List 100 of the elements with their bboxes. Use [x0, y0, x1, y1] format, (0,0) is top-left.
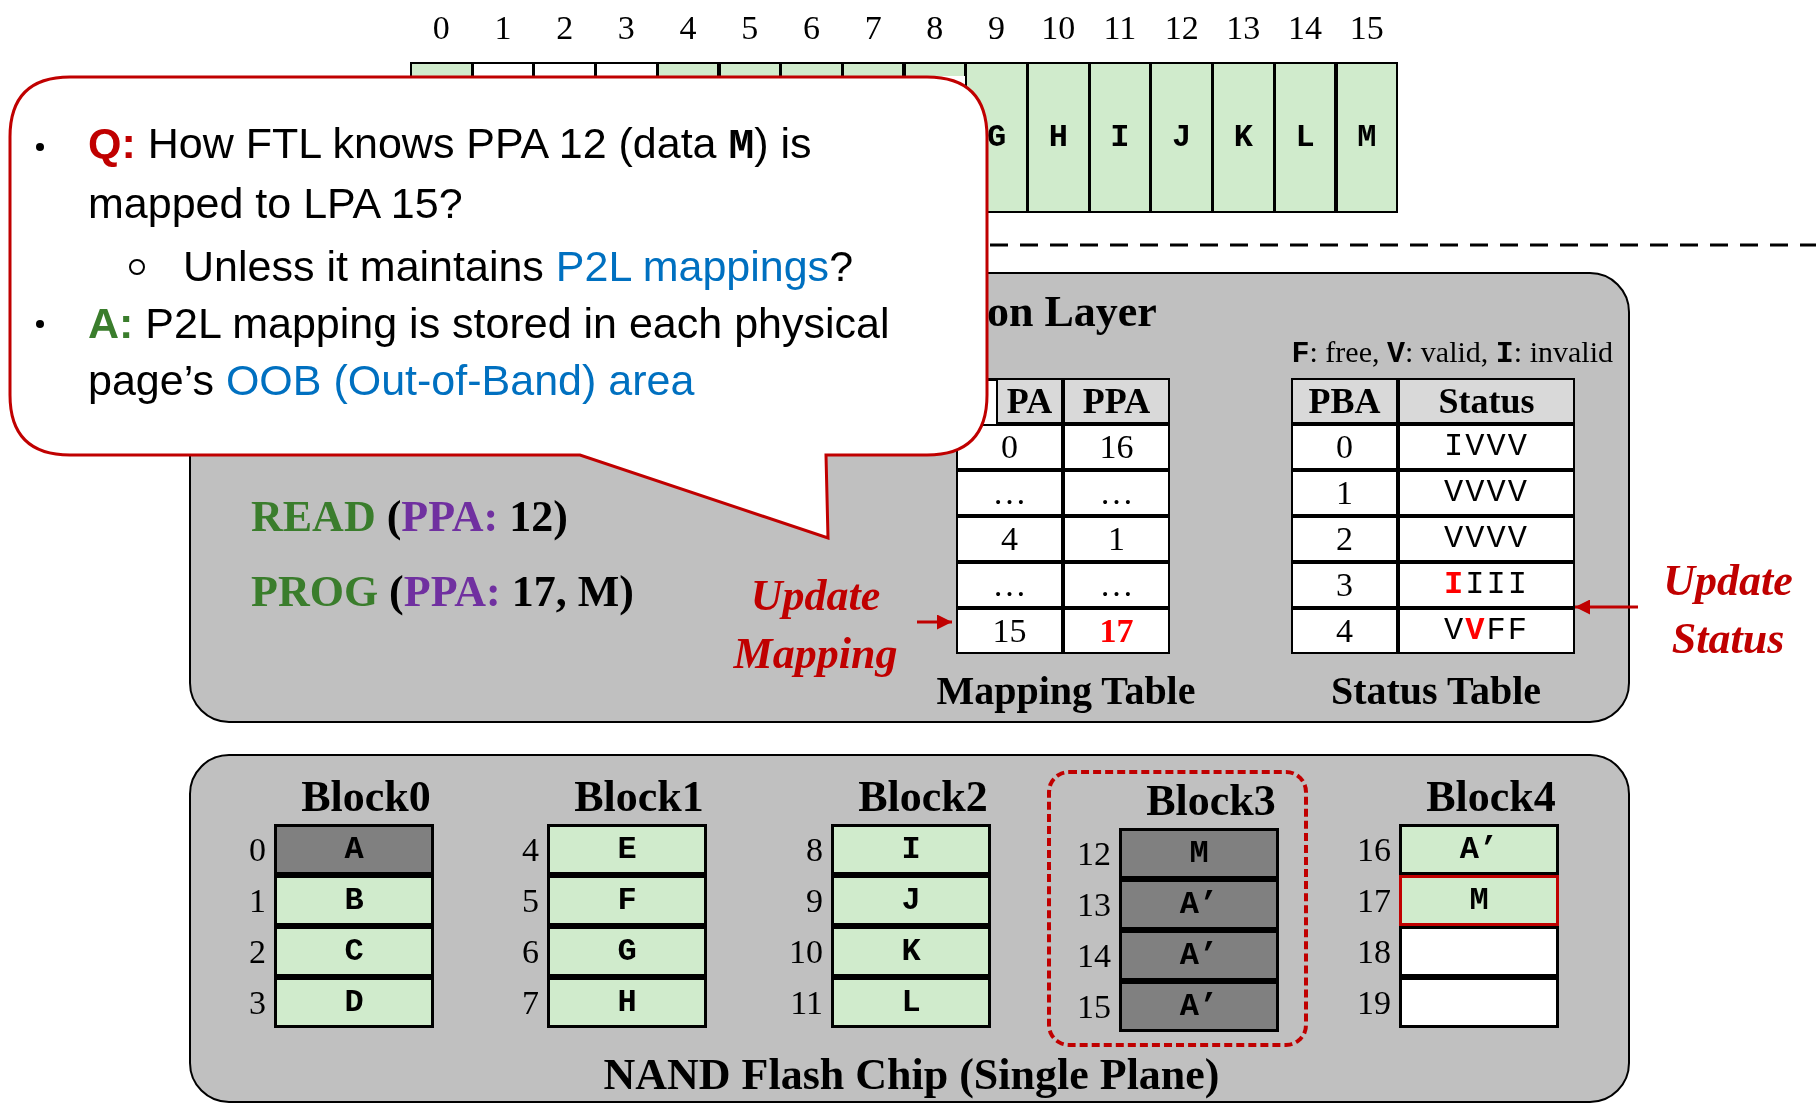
page-number: 13 — [1076, 885, 1111, 925]
page-number: 17 — [1356, 881, 1391, 921]
logical-page-cell: I — [1088, 62, 1152, 213]
table-cell: IIII — [1398, 562, 1575, 608]
page-index: 9 — [987, 8, 1007, 48]
logical-page-cell: L — [1273, 62, 1337, 213]
physical-page-cell: J — [831, 875, 991, 926]
panel-title: on Layer — [987, 286, 1158, 338]
dashed-outline — [1047, 770, 1308, 1047]
logical-page-cell — [410, 62, 473, 76]
page-number: 0 — [248, 830, 266, 870]
table-cell: … — [956, 562, 1063, 608]
page-number: 3 — [248, 983, 266, 1023]
page-number: 9 — [805, 881, 823, 921]
table-cell: VVFF — [1398, 608, 1575, 654]
physical-page-cell: A’ — [1119, 879, 1279, 930]
page-index: 1 — [493, 8, 513, 48]
page-index: 13 — [1225, 8, 1262, 48]
logical-page-cell — [595, 62, 658, 76]
table-cell: VVVV — [1398, 516, 1575, 562]
logical-page-cell — [471, 62, 535, 76]
table-cell: 2 — [1291, 516, 1398, 562]
logical-page-cell — [903, 62, 967, 76]
table-cell: … — [1063, 470, 1170, 516]
page-number: 10 — [788, 932, 823, 972]
page-number: 4 — [521, 830, 539, 870]
page-number: 15 — [1076, 987, 1111, 1027]
page-number: 6 — [521, 932, 539, 972]
page-index: 11 — [1102, 8, 1138, 48]
page-index: 12 — [1163, 8, 1200, 48]
page-index: 15 — [1348, 8, 1385, 48]
bullet-text: A: P2L mapping is stored in each physical page’s OOB (Out-of-Band) area — [88, 298, 891, 406]
physical-page-cell: F — [547, 875, 707, 926]
table-cell: 3 — [1291, 562, 1398, 608]
logical-page-cell — [533, 62, 596, 76]
page-number: 19 — [1356, 983, 1391, 1023]
panel-title: NAND Flash Chip (Single Plane) — [602, 1049, 1221, 1101]
table-cell: … — [1063, 562, 1170, 608]
physical-page-cell: B — [274, 875, 434, 926]
physical-page-cell: K — [831, 926, 991, 977]
block-title: Block1 — [573, 772, 705, 822]
table-cell: 17 — [1063, 608, 1170, 654]
bullet-text: Q: How FTL knows PPA 12 (data M) is mapped to LPA 15? — [88, 118, 813, 229]
physical-page-cell: G — [547, 926, 707, 977]
page-number: 1 — [248, 881, 266, 921]
table-cell: 16 — [1063, 424, 1170, 470]
block-title: Block3 — [1145, 776, 1277, 826]
physical-page-cell: M — [1119, 828, 1279, 879]
table-cell: … — [956, 470, 1063, 516]
table-caption: Mapping Table — [935, 667, 1197, 715]
page-index: 0 — [431, 8, 451, 48]
table-header: PA — [996, 378, 1063, 424]
table-header: PPA — [1063, 378, 1170, 424]
page-index: 2 — [555, 8, 575, 48]
speech-bubble-tooltip — [8, 75, 990, 540]
page-index: 6 — [801, 8, 821, 48]
block-title: Block0 — [300, 772, 432, 822]
physical-page-cell: C — [274, 926, 434, 977]
table-cell: 4 — [1291, 608, 1398, 654]
table-header: Status — [1398, 378, 1575, 424]
physical-page-cell: A’ — [1399, 824, 1559, 875]
bullet-text: Unless it maintains P2L mappings? — [183, 241, 855, 292]
page-index: 14 — [1287, 8, 1324, 48]
table-cell: 0 — [1291, 424, 1398, 470]
physical-page-cell: E — [547, 824, 707, 875]
legend-note: F: free, V: valid, I: invalid — [1290, 334, 1613, 373]
table-cell: IVVV — [1398, 424, 1575, 470]
table-cell: 15 — [956, 608, 1063, 654]
page-index: 4 — [678, 8, 698, 48]
logical-page-cell — [656, 62, 720, 76]
physical-page-cell: D — [274, 977, 434, 1028]
page-index: 8 — [925, 8, 945, 48]
page-number: 5 — [521, 881, 539, 921]
page-number: 18 — [1356, 932, 1391, 972]
logical-page-cell: M — [1335, 62, 1398, 213]
annotation-text: Update Status — [1640, 552, 1816, 672]
physical-page-cell: I — [831, 824, 991, 875]
table-cell: 1 — [1063, 516, 1170, 562]
logical-page-cell: J — [1150, 62, 1213, 213]
page-number: 12 — [1076, 834, 1111, 874]
physical-page-cell: L — [831, 977, 991, 1028]
panel-background — [189, 754, 1630, 1103]
block-title: Block2 — [857, 772, 989, 822]
table-caption: Status Table — [1329, 667, 1543, 715]
table-cell: VVVV — [1398, 470, 1575, 516]
page-number: 8 — [805, 830, 823, 870]
arrow — [917, 614, 952, 630]
page-number: 11 — [789, 983, 823, 1023]
page-index: 10 — [1040, 8, 1077, 48]
page-index: 3 — [616, 8, 636, 48]
table-cell: 1 — [1291, 470, 1398, 516]
page-index: 7 — [863, 8, 883, 48]
physical-page-cell — [1399, 926, 1559, 977]
block-title: Block4 — [1425, 772, 1557, 822]
page-number: 2 — [248, 932, 266, 972]
physical-page-cell: A’ — [1119, 930, 1279, 981]
logical-page-cell — [718, 62, 781, 76]
logical-page-cell: K — [1212, 62, 1275, 213]
page-number: 7 — [521, 983, 539, 1023]
logical-page-cell — [780, 62, 843, 76]
